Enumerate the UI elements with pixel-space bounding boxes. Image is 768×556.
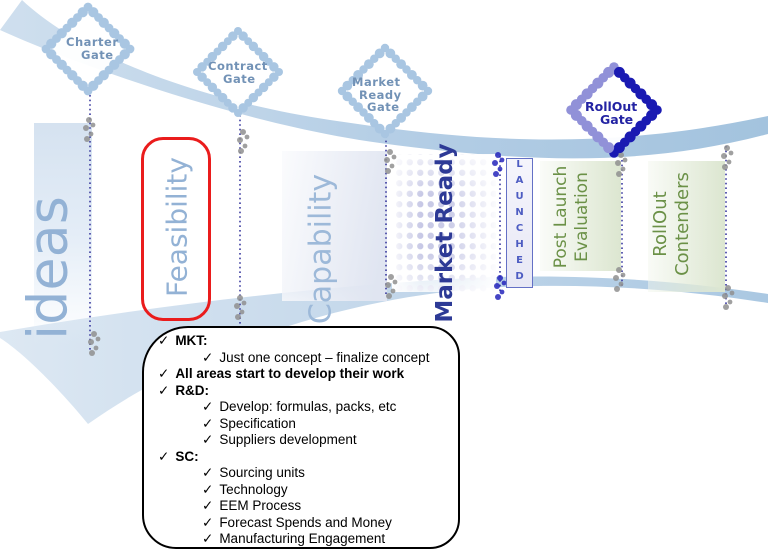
gate-label-line: Ready: [359, 87, 402, 102]
callout-item: ✓Specification: [202, 415, 296, 431]
callout-item: ✓All areas start to develop their work: [158, 366, 405, 381]
callout-item: ✓Just one concept – finalize concept: [202, 349, 430, 365]
post-launch-panel: [540, 161, 621, 271]
stage-label-line: RollOut: [650, 191, 671, 257]
check-icon: ✓: [202, 514, 214, 530]
charter-gate-label: Charter Gate: [66, 36, 119, 61]
stage-label-capability: Capability: [303, 173, 339, 325]
check-icon: ✓: [158, 366, 170, 381]
capability-panel: [282, 151, 387, 301]
check-icon: ✓: [202, 349, 214, 365]
launched-box: LAUNCHED: [506, 158, 533, 288]
check-icon: ✓: [202, 531, 214, 546]
check-icon: ✓: [202, 465, 214, 480]
gate-label-line: RollOut: [585, 99, 638, 114]
stage-label-rollout-contenders: RollOut Contenders: [650, 172, 694, 276]
stage-label-post-launch-evaluation: Post Launch Evaluation: [551, 166, 593, 269]
top-band: [0, 0, 768, 159]
check-icon: ✓: [202, 481, 214, 497]
callout-item: ✓MKT:: [158, 333, 208, 348]
gate-label-line: Charter: [66, 35, 119, 49]
gate-label-line: Gate: [223, 71, 256, 86]
check-icon: ✓: [158, 382, 170, 398]
callout-item: ✓Forecast Spends and Money: [202, 514, 392, 530]
stage-label-ideas: ideas: [16, 196, 80, 340]
check-icon: ✓: [158, 448, 170, 464]
feasibility-highlight-box: [141, 137, 211, 321]
callout-item: ✓Technology: [202, 481, 288, 497]
check-icon: ✓: [202, 432, 214, 447]
callout-item: ✓Sourcing units: [202, 465, 305, 480]
market-ready-halftone-fade: [392, 154, 496, 292]
check-icon: ✓: [202, 415, 214, 431]
gate-label-line: Gate: [81, 47, 114, 62]
stage-label-launched: LAUNCHED: [514, 159, 525, 287]
check-icon: ✓: [202, 399, 214, 414]
stage-label-line: Post Launch: [551, 165, 571, 269]
gate-label-line: Market: [352, 75, 401, 89]
check-icon: ✓: [158, 333, 170, 348]
stage-label-line: Evaluation: [572, 172, 592, 262]
contract-gate-label: Contract Gate: [208, 60, 268, 85]
stage-label-market-ready: Market Ready: [431, 143, 458, 323]
check-icon: ✓: [202, 498, 214, 513]
stage-label-line: Contenders: [672, 172, 693, 276]
ideas-panel: [34, 123, 92, 345]
callout-item: ✓Develop: formulas, packs, etc: [202, 399, 397, 414]
gate-label-line: Gate: [367, 100, 400, 114]
market-ready-gate-label: Market Ready Gate: [352, 76, 402, 114]
gate-label-line: Contract: [208, 59, 268, 73]
callout-item: ✓Manufacturing Engagement: [202, 531, 386, 546]
callout-item: ✓R&D:: [158, 382, 210, 398]
rollout-gate-label: RollOut Gate: [585, 99, 638, 127]
callout-item: ✓Suppliers development: [202, 432, 357, 447]
callout-item: ✓EEM Process: [202, 498, 302, 513]
callout-item: ✓SC:: [158, 448, 199, 464]
callout-box: ✓MKT: ✓Just one concept – finalize conce…: [142, 326, 460, 549]
rollout-contenders-panel: [648, 161, 725, 292]
gate-label-line: Gate: [600, 111, 634, 127]
